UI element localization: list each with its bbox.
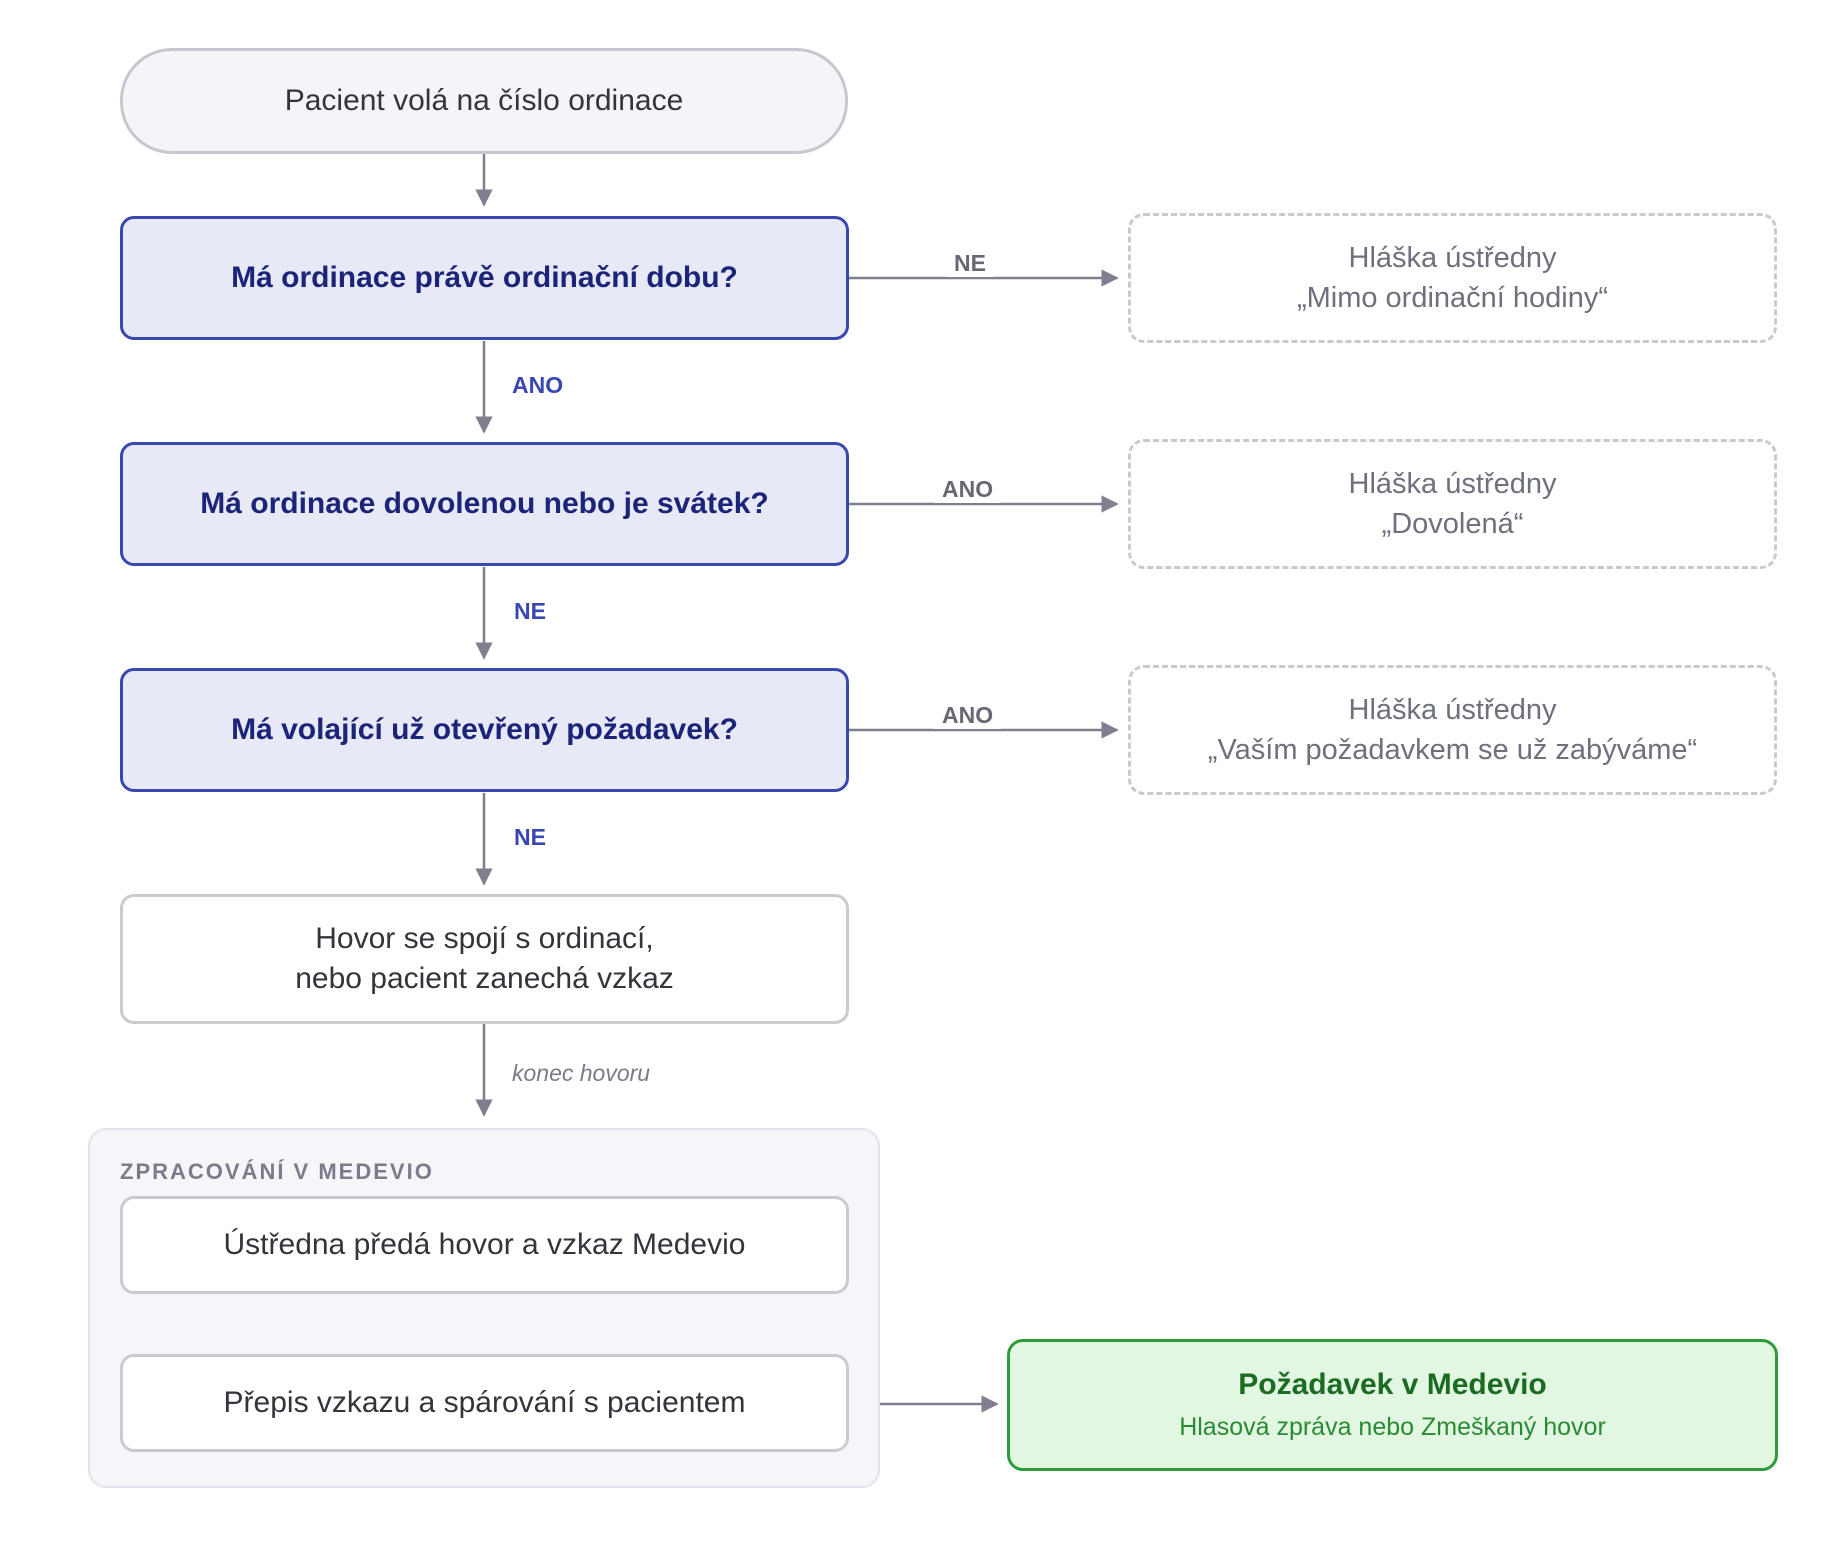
outcome-open-request: Hláška ústředny „Vaším požadavkem se už … (1128, 665, 1777, 795)
decision-office-hours: Má ordinace právě ordinační dobu? (120, 216, 849, 340)
label-hours-no: NE (946, 250, 994, 277)
label-request-yes: ANO (934, 702, 1002, 729)
label-request-no: NE (514, 824, 546, 850)
final-request-subtitle: Hlasová zpráva nebo Zmeškaný hovor (1179, 1413, 1606, 1441)
final-request-node: Požadavek v Medevio Hlasová zpráva nebo … (1007, 1339, 1778, 1471)
outcome-open-request-line2: „Vaším požadavkem se už zabýváme“ (1207, 734, 1698, 766)
outcome-holiday: Hláška ústředny „Dovolená“ (1128, 439, 1777, 569)
start-node: Pacient volá na číslo ordinace (120, 48, 848, 154)
label-call-end: konec hovoru (512, 1060, 651, 1086)
final-request-title: Požadavek v Medevio (1238, 1368, 1547, 1401)
outcome-after-hours: Hláška ústředny „Mimo ordinační hodiny“ (1128, 213, 1777, 343)
outcome-open-request-line1: Hláška ústředny (1348, 694, 1557, 726)
outcome-after-hours-line1: Hláška ústředny (1348, 242, 1557, 274)
process-handover: Ústředna předá hovor a vzkaz Medevio (120, 1196, 849, 1294)
process-transcribe: Přepis vzkazu a spárování s pacientem (120, 1354, 849, 1452)
label-holiday-no: NE (514, 598, 546, 624)
decision-office-hours-label: Má ordinace právě ordinační dobu? (231, 261, 738, 294)
process-transcribe-label: Přepis vzkazu a spárování s pacientem (223, 1386, 746, 1419)
decision-holiday: Má ordinace dovolenou nebo je svátek? (120, 442, 849, 566)
decision-holiday-label: Má ordinace dovolenou nebo je svátek? (200, 487, 769, 520)
decision-open-request-label: Má volající už otevřený požadavek? (231, 713, 738, 746)
outcome-holiday-line2: „Dovolená“ (1381, 508, 1524, 540)
process-connect-call-line2: nebo pacient zanechá vzkaz (295, 962, 674, 995)
process-handover-label: Ústředna předá hovor a vzkaz Medevio (223, 1228, 746, 1261)
label-hours-yes: ANO (512, 372, 564, 398)
process-connect-call: Hovor se spojí s ordinací, nebo pacient … (120, 894, 849, 1024)
group-title: ZPRACOVÁNÍ V MEDEVIO (120, 1159, 434, 1184)
outcome-holiday-line1: Hláška ústředny (1348, 468, 1557, 500)
process-connect-call-line1: Hovor se spojí s ordinací, (315, 922, 654, 955)
decision-open-request: Má volající už otevřený požadavek? (120, 668, 849, 792)
start-node-label: Pacient volá na číslo ordinace (284, 84, 684, 117)
label-holiday-yes: ANO (934, 476, 1002, 503)
outcome-after-hours-line2: „Mimo ordinační hodiny“ (1296, 282, 1609, 314)
